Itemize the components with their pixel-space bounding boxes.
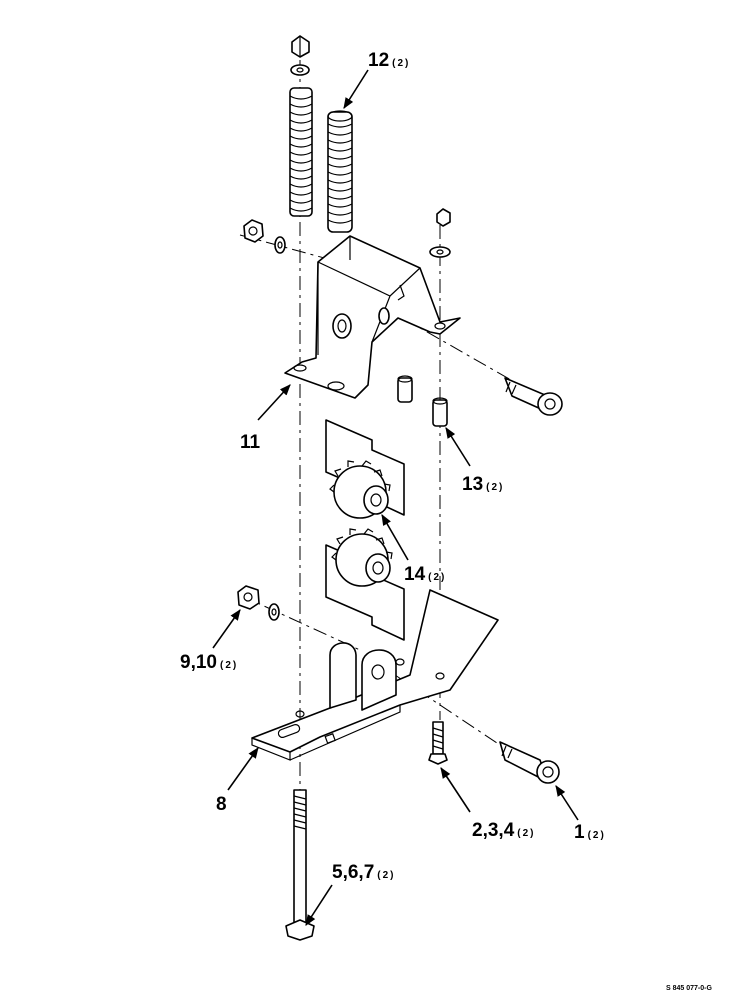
upper-shoulder-bolt — [504, 377, 563, 416]
callout-14: 14(2) — [404, 564, 446, 585]
upper-right-nut-washer — [429, 208, 451, 258]
callout-12: 12(2) — [368, 50, 410, 71]
sprocket-lower — [331, 528, 393, 587]
upper-bracket — [284, 235, 461, 399]
lower-left-nut-washer — [237, 585, 280, 621]
spring-left — [289, 87, 313, 217]
callout-8: 8 — [216, 794, 227, 815]
lower-shoulder-bolt — [499, 741, 560, 784]
spacers — [397, 375, 448, 427]
callout-9-10: 9,10(2) — [180, 652, 238, 673]
callout-2-3-4: 2,3,4(2) — [472, 820, 536, 841]
upper-left-nut-washer — [243, 219, 286, 254]
leader-lines — [212, 69, 579, 926]
figure-reference: S 845 077-0-G — [666, 985, 712, 992]
callout-1: 1(2) — [574, 822, 606, 843]
lower-bracket — [251, 589, 499, 761]
spring-right — [327, 110, 353, 233]
sprocket-upper — [329, 460, 391, 519]
callout-5-6-7: 5,6,7(2) — [332, 862, 396, 883]
callout-11: 11 — [240, 432, 261, 453]
callout-13: 13(2) — [462, 474, 504, 495]
small-screw — [428, 721, 448, 765]
long-bolt — [285, 789, 315, 941]
top-nut — [290, 35, 310, 76]
